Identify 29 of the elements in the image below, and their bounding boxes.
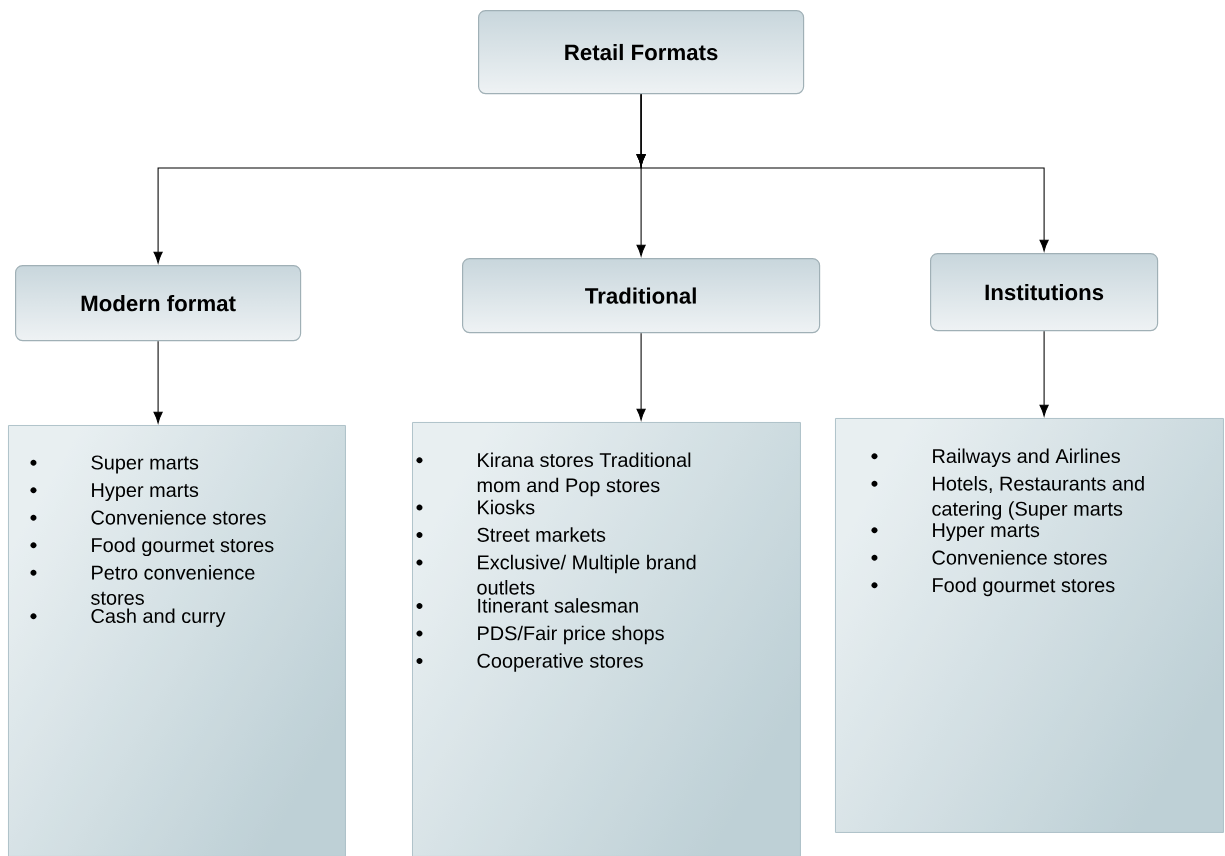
bullet-item: Petro convenience stores: [30, 565, 255, 605]
bullet-item: Food gourmet stores: [871, 577, 1115, 597]
list-box: [8, 425, 346, 856]
bullet-item: Kiosks: [416, 499, 535, 515]
bullet-item: Railways and Airlines: [871, 448, 1120, 468]
category-box: Institutions: [930, 253, 1159, 332]
bullet-item: Street markets: [416, 527, 606, 542]
bullet-item: Cooperative stores: [416, 653, 643, 672]
bullet-item: Exclusive/ Multiple brand outlets: [416, 554, 696, 595]
bullet-item: Hyper marts: [871, 523, 1040, 542]
arrow: [153, 340, 163, 424]
arrow: [636, 332, 646, 421]
bullet-item: Hyper marts: [30, 483, 199, 502]
bullet-item: PDS/Fair price shops: [416, 625, 664, 645]
category-box: Modern format: [15, 265, 302, 342]
category-box: Traditional: [462, 258, 821, 334]
bullet-item: Kirana stores Traditional mom and Pop stores: [416, 452, 691, 497]
arrow: [1039, 330, 1049, 417]
bullet-item: Food gourmet stores: [30, 537, 274, 557]
list-box: [412, 422, 801, 856]
arrow: [636, 93, 1049, 252]
bullet-item: Hotels, Restaurants and catering (Super marts: [871, 476, 1144, 520]
list-box: [835, 418, 1224, 833]
bullet-item: Itinerant salesman: [416, 598, 638, 613]
bullet-item: Cash and curry: [30, 608, 226, 627]
bullet-item: Super marts: [30, 455, 199, 474]
bullet-item: Convenience stores: [871, 550, 1107, 565]
bullet-item: Convenience stores: [30, 510, 266, 525]
category-box: Retail Formats: [478, 10, 805, 95]
